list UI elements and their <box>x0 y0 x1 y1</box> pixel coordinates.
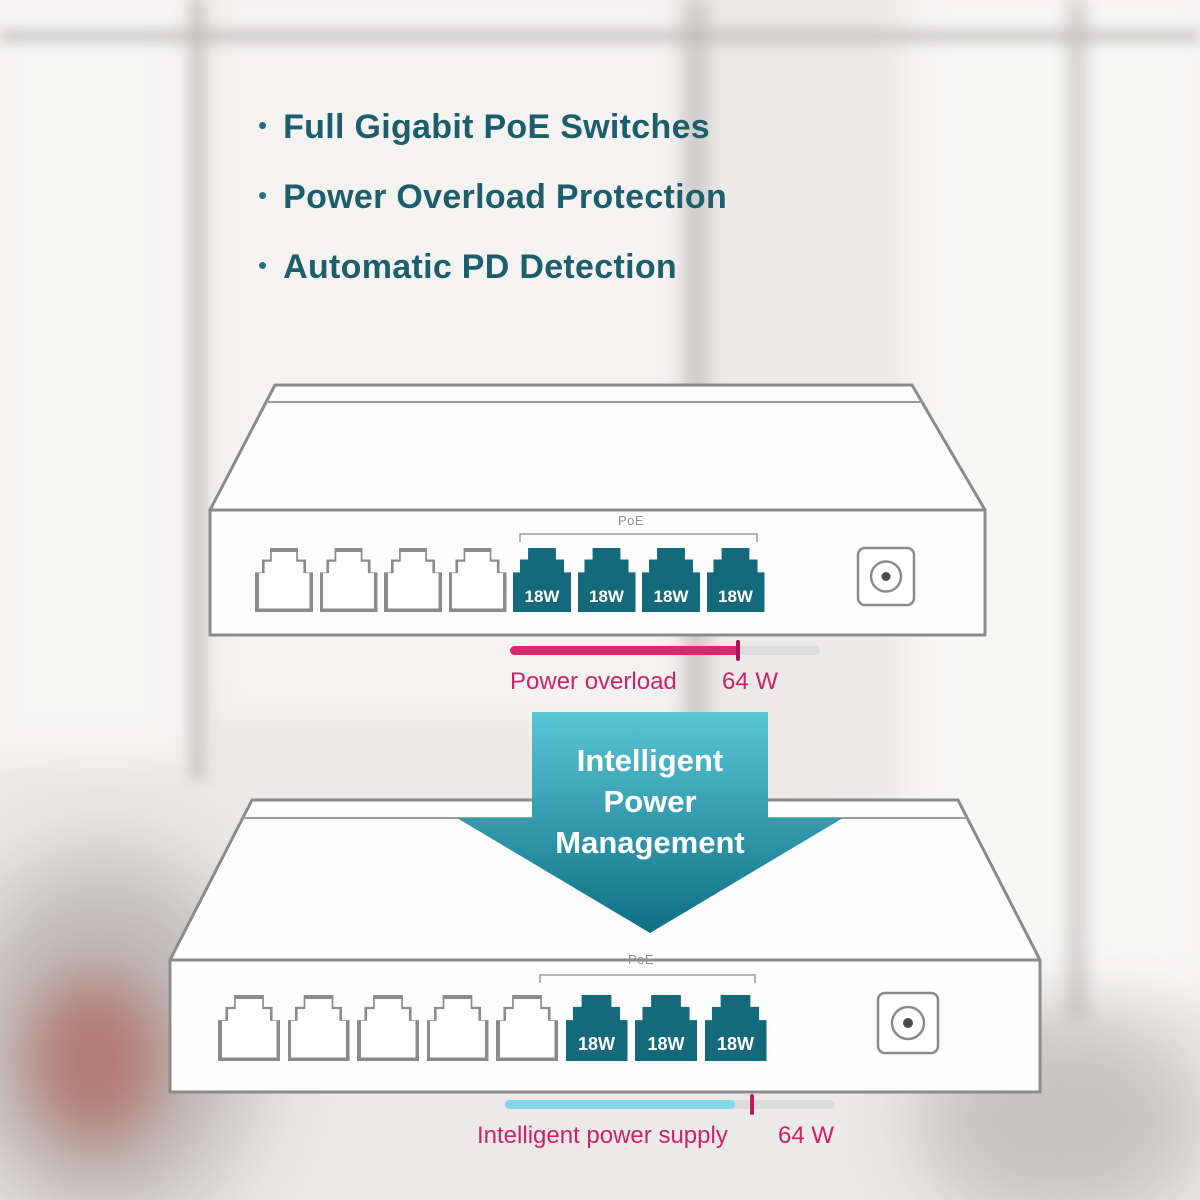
ethernet-port <box>357 995 419 1061</box>
feature-item: • Full Gigabit PoE Switches <box>258 92 727 162</box>
intelligent-power-caption: Intelligent Power Management <box>450 740 850 863</box>
power-limit-marker <box>736 640 740 661</box>
ethernet-port <box>426 995 489 1061</box>
port-wattage-label: 18W <box>653 587 689 606</box>
poe-group-label: PoE <box>618 513 645 528</box>
poe-port: 18W <box>704 995 767 1061</box>
background-window-pane <box>0 0 190 760</box>
port-wattage-label: 18W <box>589 587 624 606</box>
poe-port: 18W <box>635 995 697 1061</box>
power-overload-bar-fill <box>510 646 740 655</box>
background-window-frame <box>1066 0 1088 1020</box>
poe-group-label: PoE <box>628 952 655 967</box>
feature-item: • Power Overload Protection <box>258 162 727 232</box>
background-window-pane <box>905 0 1200 1000</box>
top-switch-port-row: 18W 18W 18W 18W <box>210 510 985 635</box>
port-wattage-label: 18W <box>647 1034 685 1054</box>
power-supply-bar <box>505 1094 835 1115</box>
ethernet-port <box>287 995 350 1061</box>
power-supply-label: Intelligent power supply <box>477 1122 728 1149</box>
ethernet-port <box>218 995 280 1061</box>
power-limit-value: 64 W <box>778 1122 835 1149</box>
port-wattage-label: 18W <box>716 1034 754 1054</box>
poe-port: 18W <box>513 548 571 612</box>
bullet-icon: • <box>258 110 268 140</box>
ethernet-port <box>384 548 442 612</box>
poe-port: 18W <box>565 995 628 1061</box>
ethernet-port <box>496 995 558 1061</box>
caption-line: Management <box>555 825 745 860</box>
bullet-icon: • <box>258 250 268 280</box>
port-wattage-label: 18W <box>718 587 753 606</box>
caption-line: Intelligent <box>576 743 724 778</box>
background-window-frame <box>0 28 1200 44</box>
bottom-switch-port-row: 18W 18W 18W <box>170 960 1040 1092</box>
power-overload-label: Power overload <box>510 668 677 695</box>
ethernet-port <box>255 548 313 612</box>
bullet-icon: • <box>258 180 268 210</box>
power-limit-value: 64 W <box>722 668 779 695</box>
poe-port: 18W <box>642 548 700 612</box>
port-wattage-label: 18W <box>577 1034 615 1054</box>
top-switch-lid <box>208 383 987 512</box>
ethernet-port <box>448 548 507 612</box>
poe-port: 18W <box>706 548 765 612</box>
feature-label: Power Overload Protection <box>283 177 728 216</box>
feature-label: Automatic PD Detection <box>283 247 677 286</box>
caption-line: Power <box>603 784 697 819</box>
port-wattage-label: 18W <box>524 587 560 606</box>
feature-list: • Full Gigabit PoE Switches • Power Over… <box>258 92 727 302</box>
feature-item: • Automatic PD Detection <box>258 232 727 302</box>
background-window-frame <box>188 0 206 780</box>
ethernet-port <box>319 548 378 612</box>
power-overload-bar <box>510 640 820 661</box>
poe-port: 18W <box>577 548 636 612</box>
feature-label: Full Gigabit PoE Switches <box>283 107 710 146</box>
power-limit-marker <box>750 1094 754 1115</box>
background-blur-shape <box>28 975 163 1145</box>
power-supply-bar-fill <box>505 1100 735 1109</box>
